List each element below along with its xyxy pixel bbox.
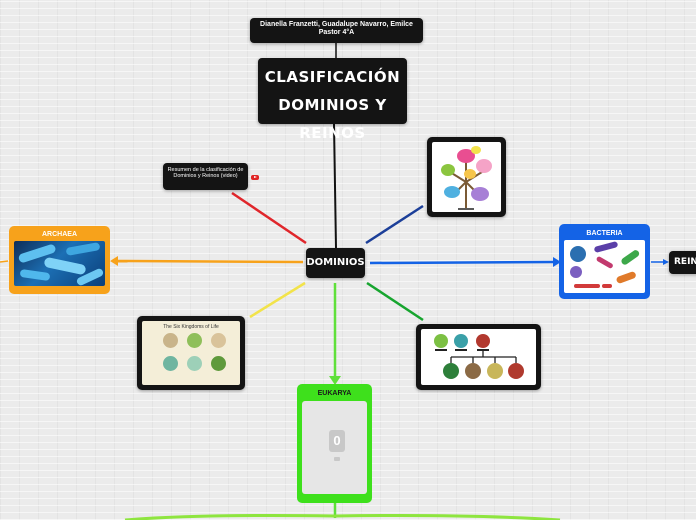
bacteria-image	[564, 240, 645, 293]
six-kingdoms-caption: The Six Kingdoms of Life	[163, 324, 219, 330]
archaea-image	[14, 241, 105, 286]
archaea-label: ARCHAEA	[42, 231, 77, 238]
central-label: DOMINIOS	[306, 257, 365, 268]
reino-node[interactable]: REINO	[669, 251, 696, 274]
reino-label: REINO	[674, 257, 696, 267]
archaea-node[interactable]: ARCHAEA	[9, 226, 110, 294]
title-node[interactable]: CLASIFICACIÓN DOMINIOS Y REINOS	[258, 58, 407, 142]
video-note-node[interactable]: Resumen de la clasificación de Dominios …	[163, 163, 248, 190]
title-line-2: DOMINIOS Y REINOS	[278, 96, 387, 142]
six-kingdoms-image: The Six Kingdoms of Life	[142, 321, 240, 385]
eukarya-image-placeholder: 0	[302, 401, 367, 494]
title-line-1: CLASIFICACIÓN	[264, 68, 401, 86]
central-node[interactable]: DOMINIOS	[306, 248, 365, 278]
eukarya-node[interactable]: EUKARYA 0	[297, 384, 372, 503]
tree-of-life-image	[432, 142, 501, 212]
placeholder-glyph: 0	[333, 433, 341, 448]
bacteria-label: BACTERIA	[586, 230, 623, 237]
youtube-icon[interactable]	[251, 175, 259, 180]
domains-tree-image	[421, 329, 536, 385]
authors-text: Dianella Franzetti, Guadalupe Navarro, E…	[260, 21, 413, 36]
phone-placeholder-icon: 0	[329, 430, 345, 452]
tree-of-life-image-node[interactable]	[427, 137, 506, 217]
domains-tree-image-node[interactable]	[416, 324, 541, 390]
authors-box[interactable]: Dianella Franzetti, Guadalupe Navarro, E…	[250, 18, 423, 43]
bacteria-node[interactable]: BACTERIA	[559, 224, 650, 299]
six-kingdoms-image-node[interactable]: The Six Kingdoms of Life	[137, 316, 245, 390]
eukarya-label: EUKARYA	[317, 390, 352, 397]
video-note-text: Resumen de la clasificación de Dominios …	[167, 167, 244, 179]
